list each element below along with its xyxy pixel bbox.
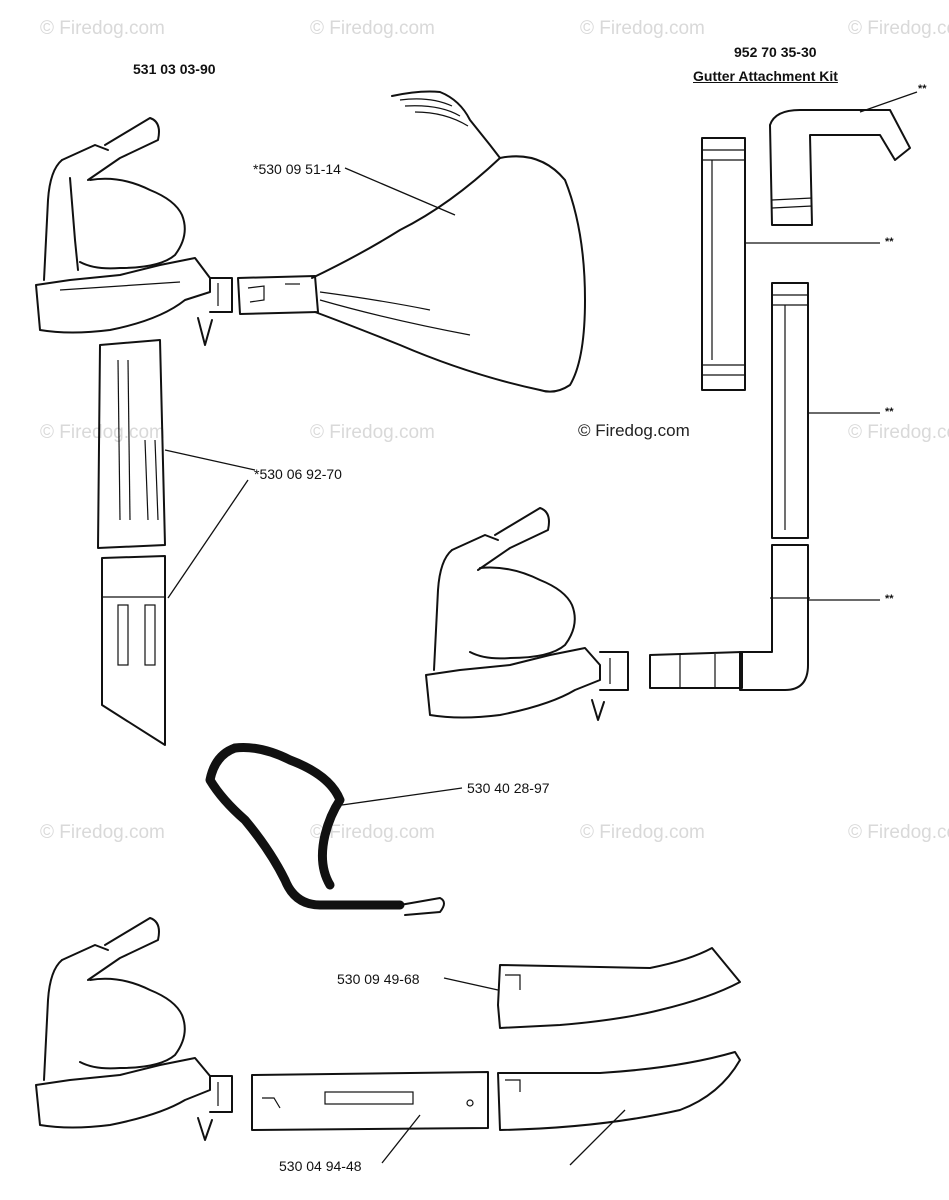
- tube-adapter-upper: [97, 339, 166, 549]
- gutter-tube-1: [701, 137, 746, 391]
- blower-unit-bottom: [35, 917, 233, 1141]
- watermark: © Firedog.com: [40, 18, 165, 39]
- tube-adapter-lower: [101, 555, 166, 746]
- gutter-connector: [649, 651, 743, 689]
- watermark: © Firedog.com: [40, 422, 165, 443]
- leader-lines: [164, 91, 918, 1166]
- callout-gutter-bend: **: [918, 83, 927, 95]
- watermark-center: © Firedog.com: [578, 421, 690, 440]
- gutter-elbow: [739, 544, 810, 691]
- callout-curved-nozzle: 530 09 49-68: [337, 971, 420, 987]
- callout-gutter-elbow: **: [885, 593, 894, 605]
- leaf-bag: [311, 90, 586, 393]
- watermark: © Firedog.com: [848, 822, 949, 843]
- watermark: © Firedog.com: [310, 18, 435, 39]
- kit-title: Gutter Attachment Kit: [693, 68, 838, 84]
- watermark: © Firedog.com: [40, 822, 165, 843]
- blower-unit-top: [35, 117, 233, 346]
- gutter-tube-2: [771, 282, 809, 539]
- watermark: © Firedog.com: [310, 422, 435, 443]
- straight-nozzle: [497, 1051, 741, 1131]
- gutter-bend-nozzle: [769, 109, 911, 226]
- curved-nozzle: [497, 947, 741, 1029]
- watermark: © Firedog.com: [580, 822, 705, 843]
- harness-strap: [205, 743, 445, 916]
- straight-blower-tube: [251, 1071, 489, 1131]
- bag-connector: [237, 275, 319, 315]
- watermark: © Firedog.com: [310, 822, 435, 843]
- callout-strap: 530 40 28-97: [467, 780, 550, 796]
- watermark: © Firedog.com: [848, 18, 949, 39]
- callout-tube-adapter: *530 06 92-70: [254, 466, 342, 482]
- blower-unit-middle: [425, 507, 629, 721]
- callout-gutter-tube-2: **: [885, 406, 894, 418]
- watermark: © Firedog.com: [848, 422, 949, 443]
- watermark: © Firedog.com: [580, 18, 705, 39]
- kit-part-number-left: 531 03 03-90: [133, 61, 216, 77]
- callout-gutter-tube-1: **: [885, 236, 894, 248]
- callout-bag: *530 09 51-14: [253, 161, 341, 177]
- kit-part-number-right: 952 70 35-30: [734, 44, 817, 60]
- callout-straight-tube: 530 04 94-48: [279, 1158, 362, 1174]
